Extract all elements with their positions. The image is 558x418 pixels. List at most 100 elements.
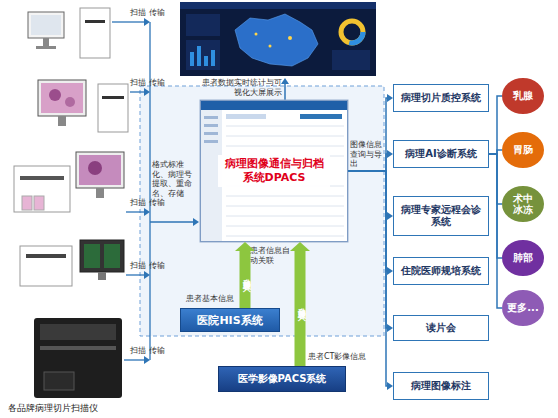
software-screenshot: [226, 206, 344, 207]
annotation-label: 图像信息查询与导出: [350, 140, 386, 169]
scanner-illustration: [65, 97, 75, 107]
node-text: 病理专家远程会诊系统: [398, 204, 484, 228]
software-screenshot: [226, 136, 344, 137]
software-screenshot: [204, 116, 218, 119]
module-box: 病理图像标注: [393, 372, 489, 400]
software-screenshot: [204, 124, 218, 127]
scanner-illustration: [38, 80, 128, 132]
software-screenshot: [226, 126, 344, 127]
annotation-label: 格式标准化、病理号提取、重命名、存储: [152, 160, 198, 198]
scanner-illustration: [76, 152, 124, 188]
text-stack: 病理图像通信与归档系统DPACS: [218, 155, 330, 187]
connector: [348, 171, 387, 271]
software-screenshot: [200, 100, 348, 242]
dashboard-screenshot: [288, 36, 292, 40]
edge-label: 自动关联导入: [295, 301, 306, 307]
transfer-arrow: [124, 359, 144, 360]
scanner-illustration: [31, 15, 61, 35]
connector: [489, 154, 502, 204]
transfer-arrow: [149, 22, 150, 360]
annotation-label: 扫描 传输: [130, 78, 174, 88]
node-text: 医学影像PACS系统: [238, 372, 327, 386]
connector: [348, 98, 387, 171]
scanner-illustration: [102, 96, 124, 99]
text-stack: 住院医师规培系统: [401, 265, 481, 277]
dashboard-screenshot: [186, 14, 220, 36]
connector: [489, 150, 502, 154]
node-text: 肺部: [513, 252, 533, 264]
annotation-label: 扫描 传输: [130, 8, 174, 18]
node-text: 住院医师规培系统: [401, 265, 481, 277]
text-stack: 乳腺: [513, 90, 533, 102]
transfer-arrow: [126, 274, 144, 275]
dashboard-screenshot: [180, 2, 376, 9]
dashboard-screenshot: [255, 33, 258, 36]
node-text: 病理图像通信与归档系统DPACS: [218, 155, 330, 187]
category-circle: 乳腺: [502, 78, 544, 114]
text-stack: 病理切片质控系统: [401, 92, 481, 104]
dashboard-screenshot: [186, 40, 220, 70]
dashboard-screenshot: [341, 21, 363, 43]
node-text: 病理图像标注: [411, 380, 471, 392]
software-screenshot: [226, 216, 344, 217]
text-stack: 读片会: [426, 322, 456, 334]
system-region: [140, 86, 384, 336]
scanner-illustration: [34, 196, 44, 210]
edge-label: 自动关联导入: [240, 272, 251, 278]
scanner-illustration: [28, 12, 64, 38]
text-stack: 医院HIS系统: [197, 313, 262, 328]
node-text: 更多...: [507, 302, 538, 314]
node-text: 术中冰冻: [512, 193, 534, 216]
dashboard-screenshot: [211, 50, 215, 66]
scanner-illustration: [38, 80, 86, 116]
annotation-label: 扫描 传输: [130, 261, 174, 271]
software-screenshot: [226, 226, 344, 227]
scanner-illustration: [14, 152, 124, 212]
dashboard-screenshot: [180, 2, 376, 76]
category-circle: 术中冰冻: [502, 186, 544, 222]
transfer-arrow: [150, 221, 193, 222]
software-screenshot: [226, 236, 344, 237]
system-box: 病理图像通信与归档系统DPACS: [200, 100, 348, 242]
module-box: 病理专家远程会诊系统: [393, 196, 489, 236]
scanner-illustration: [80, 240, 124, 272]
category-circle: 胃肠: [502, 132, 544, 168]
scanner-illustration: [44, 372, 74, 390]
annotation-label: 患者CT影像信息: [308, 352, 378, 362]
scanner-illustration: [20, 240, 124, 286]
software-screenshot: [204, 132, 218, 135]
text-stack: 病理AI诊断系统: [405, 148, 476, 160]
text-stack: 病理专家远程会诊系统: [398, 204, 484, 228]
software-screenshot: [226, 146, 344, 147]
scanner-illustration: [20, 176, 64, 180]
dashboard-screenshot: [197, 46, 201, 66]
category-circle: 肺部: [502, 240, 544, 276]
node-text: 读片会: [426, 322, 456, 334]
dashboard-screenshot: [341, 21, 363, 43]
scanner-illustration: [26, 254, 66, 258]
connector: [489, 154, 502, 308]
software-screenshot: [204, 140, 218, 143]
source-system-box: 医学影像PACS系统: [218, 366, 346, 392]
text-stack: 肺部: [513, 252, 533, 264]
scanner-illustration: [22, 196, 32, 210]
source-system-box: 医院HIS系统: [180, 308, 280, 332]
scanner-illustration: [84, 244, 100, 268]
annotation-label: 扫描 传输: [130, 198, 174, 208]
software-screenshot: [300, 114, 342, 119]
scanner-illustration: [43, 38, 49, 46]
dashboard-screenshot: [190, 52, 194, 66]
node-text: 病理AI诊断系统: [405, 148, 476, 160]
scanner-illustration: [104, 244, 120, 268]
import-arrow: [295, 251, 306, 366]
flow-arrow: [284, 84, 286, 100]
scanner-illustration: [58, 116, 66, 126]
scanner-illustration: [14, 166, 70, 212]
connector: [489, 154, 502, 258]
software-screenshot: [226, 114, 266, 119]
scanner-illustration: [36, 46, 56, 49]
text-stack: 胃肠: [513, 144, 533, 156]
scanner-illustration: [98, 84, 128, 132]
category-circle: 更多...: [502, 290, 544, 326]
